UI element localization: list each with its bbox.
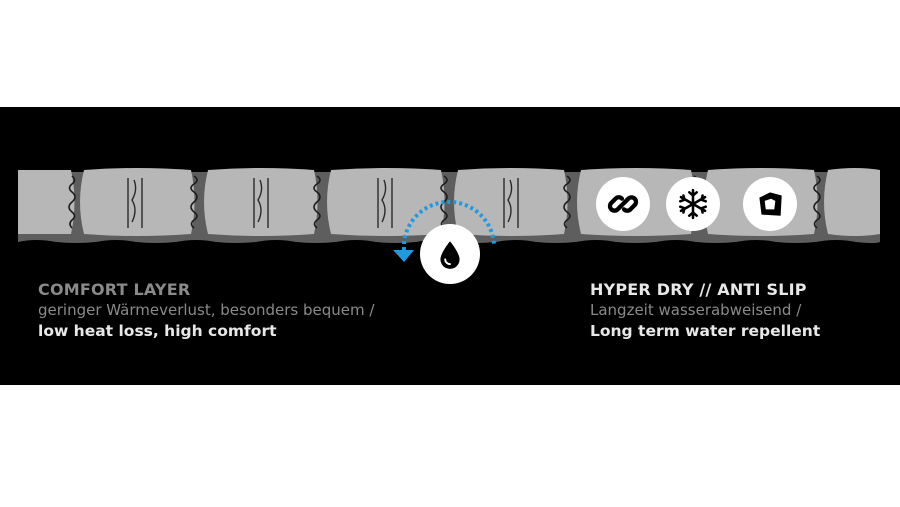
chain-link-icon — [596, 177, 650, 231]
grip-shape-icon — [743, 177, 797, 231]
comfort-layer-german: geringer Wärmeverlust, besonders bequem … — [38, 301, 375, 319]
hyper-dry-text: HYPER DRY // ANTI SLIP Langzeit wasserab… — [590, 279, 820, 342]
comfort-layer-text: COMFORT LAYER geringer Wärmeverlust, bes… — [38, 279, 374, 342]
comfort-layer-heading: COMFORT LAYER — [38, 280, 191, 299]
rotation-arrow-icon — [393, 199, 496, 262]
hyper-dry-english: Long term water repellent — [590, 322, 821, 340]
water-drop-indicator — [388, 199, 508, 290]
hyper-dry-german: Langzeit wasserabweisend / — [590, 301, 802, 319]
snowflake-icon — [666, 177, 720, 231]
water-drop-icon — [420, 224, 480, 284]
comfort-layer-english: low heat loss, high comfort — [38, 322, 277, 340]
hyper-dry-heading: HYPER DRY // ANTI SLIP — [590, 280, 807, 299]
